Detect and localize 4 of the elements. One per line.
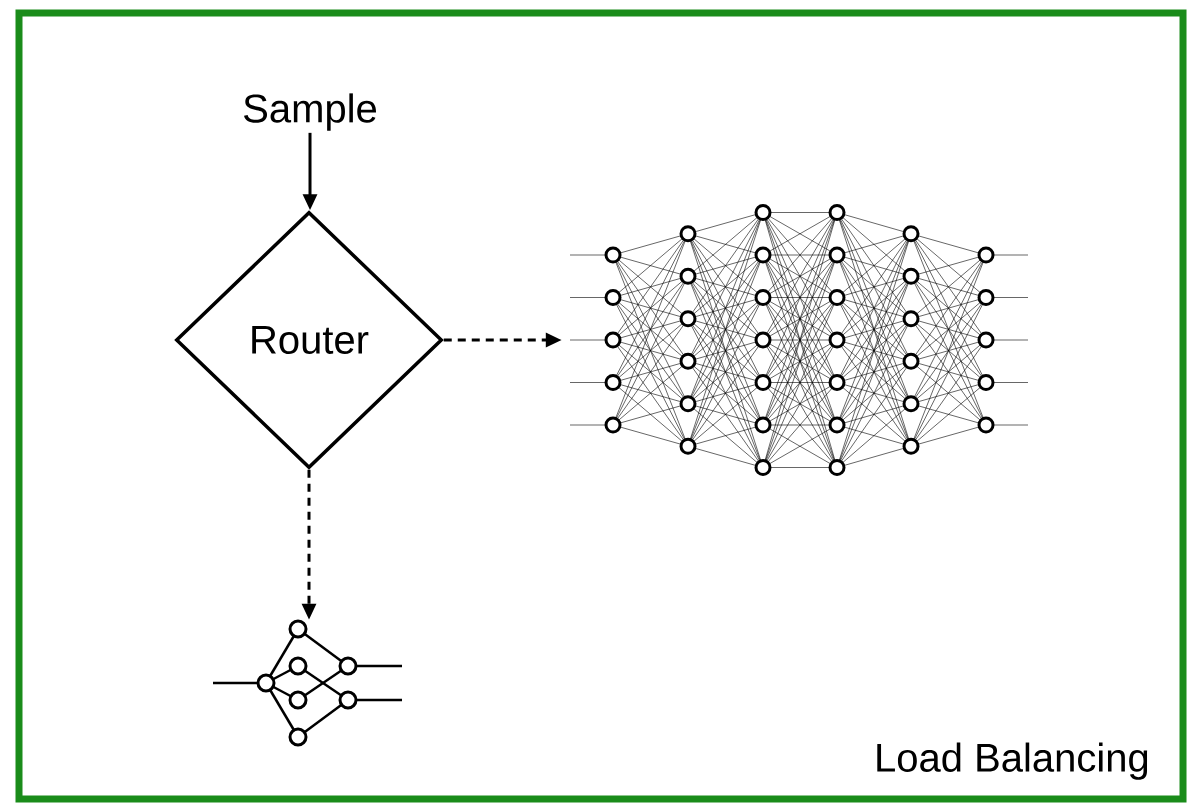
- input-label: Sample: [244, 93, 376, 131]
- neural-network-drawing: [569, 204, 1029, 476]
- neural-network-drawing: [213, 619, 402, 747]
- caption-label: Load Balancing: [877, 742, 1148, 780]
